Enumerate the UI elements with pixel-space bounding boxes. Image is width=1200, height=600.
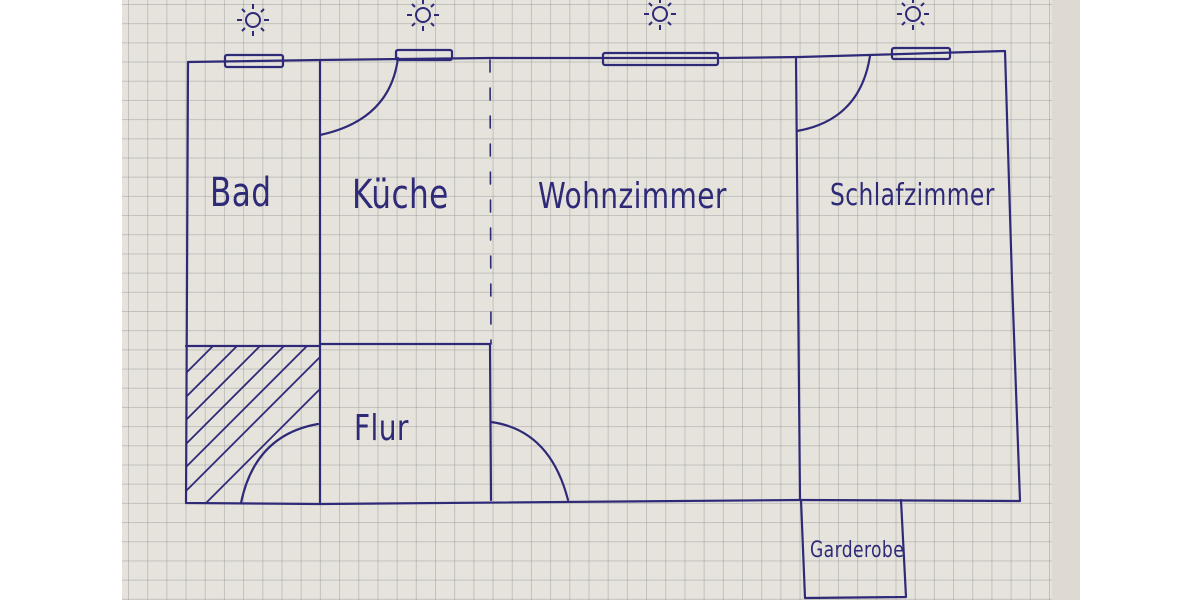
- door-swing-arc: [489, 420, 570, 502]
- sun-icon: [643, 0, 677, 31]
- paper-edge: [1052, 0, 1080, 600]
- window-symbol: [223, 53, 285, 69]
- hatched-unused-area: [186, 346, 319, 503]
- garderobe-walls: [799, 498, 908, 600]
- door-swing-arc: [795, 54, 872, 133]
- dashed-divider-line: [489, 59, 492, 345]
- room-label-wohnzimmer: Wohnzimmer: [538, 176, 727, 217]
- grid-paper: [122, 0, 1080, 600]
- sun-icon: [406, 0, 440, 32]
- outer-wall: [184, 49, 1022, 506]
- window-symbol: [601, 51, 720, 67]
- door-swing-arc: [239, 422, 320, 505]
- room-label-bad: Bad: [210, 170, 272, 216]
- window-symbol: [890, 46, 952, 61]
- sun-icon: [236, 3, 270, 37]
- room-label-garderobe: Garderobe: [810, 538, 905, 563]
- room-label-schlafzimmer: Schlafzimmer: [830, 178, 995, 213]
- window-symbol: [394, 48, 454, 62]
- room-label-kueche: Küche: [352, 172, 449, 218]
- door-swing-arc: [318, 56, 400, 137]
- wall-wohn-schlaf: [794, 56, 802, 502]
- sun-icon: [896, 0, 930, 31]
- room-label-flur: Flur: [354, 408, 409, 449]
